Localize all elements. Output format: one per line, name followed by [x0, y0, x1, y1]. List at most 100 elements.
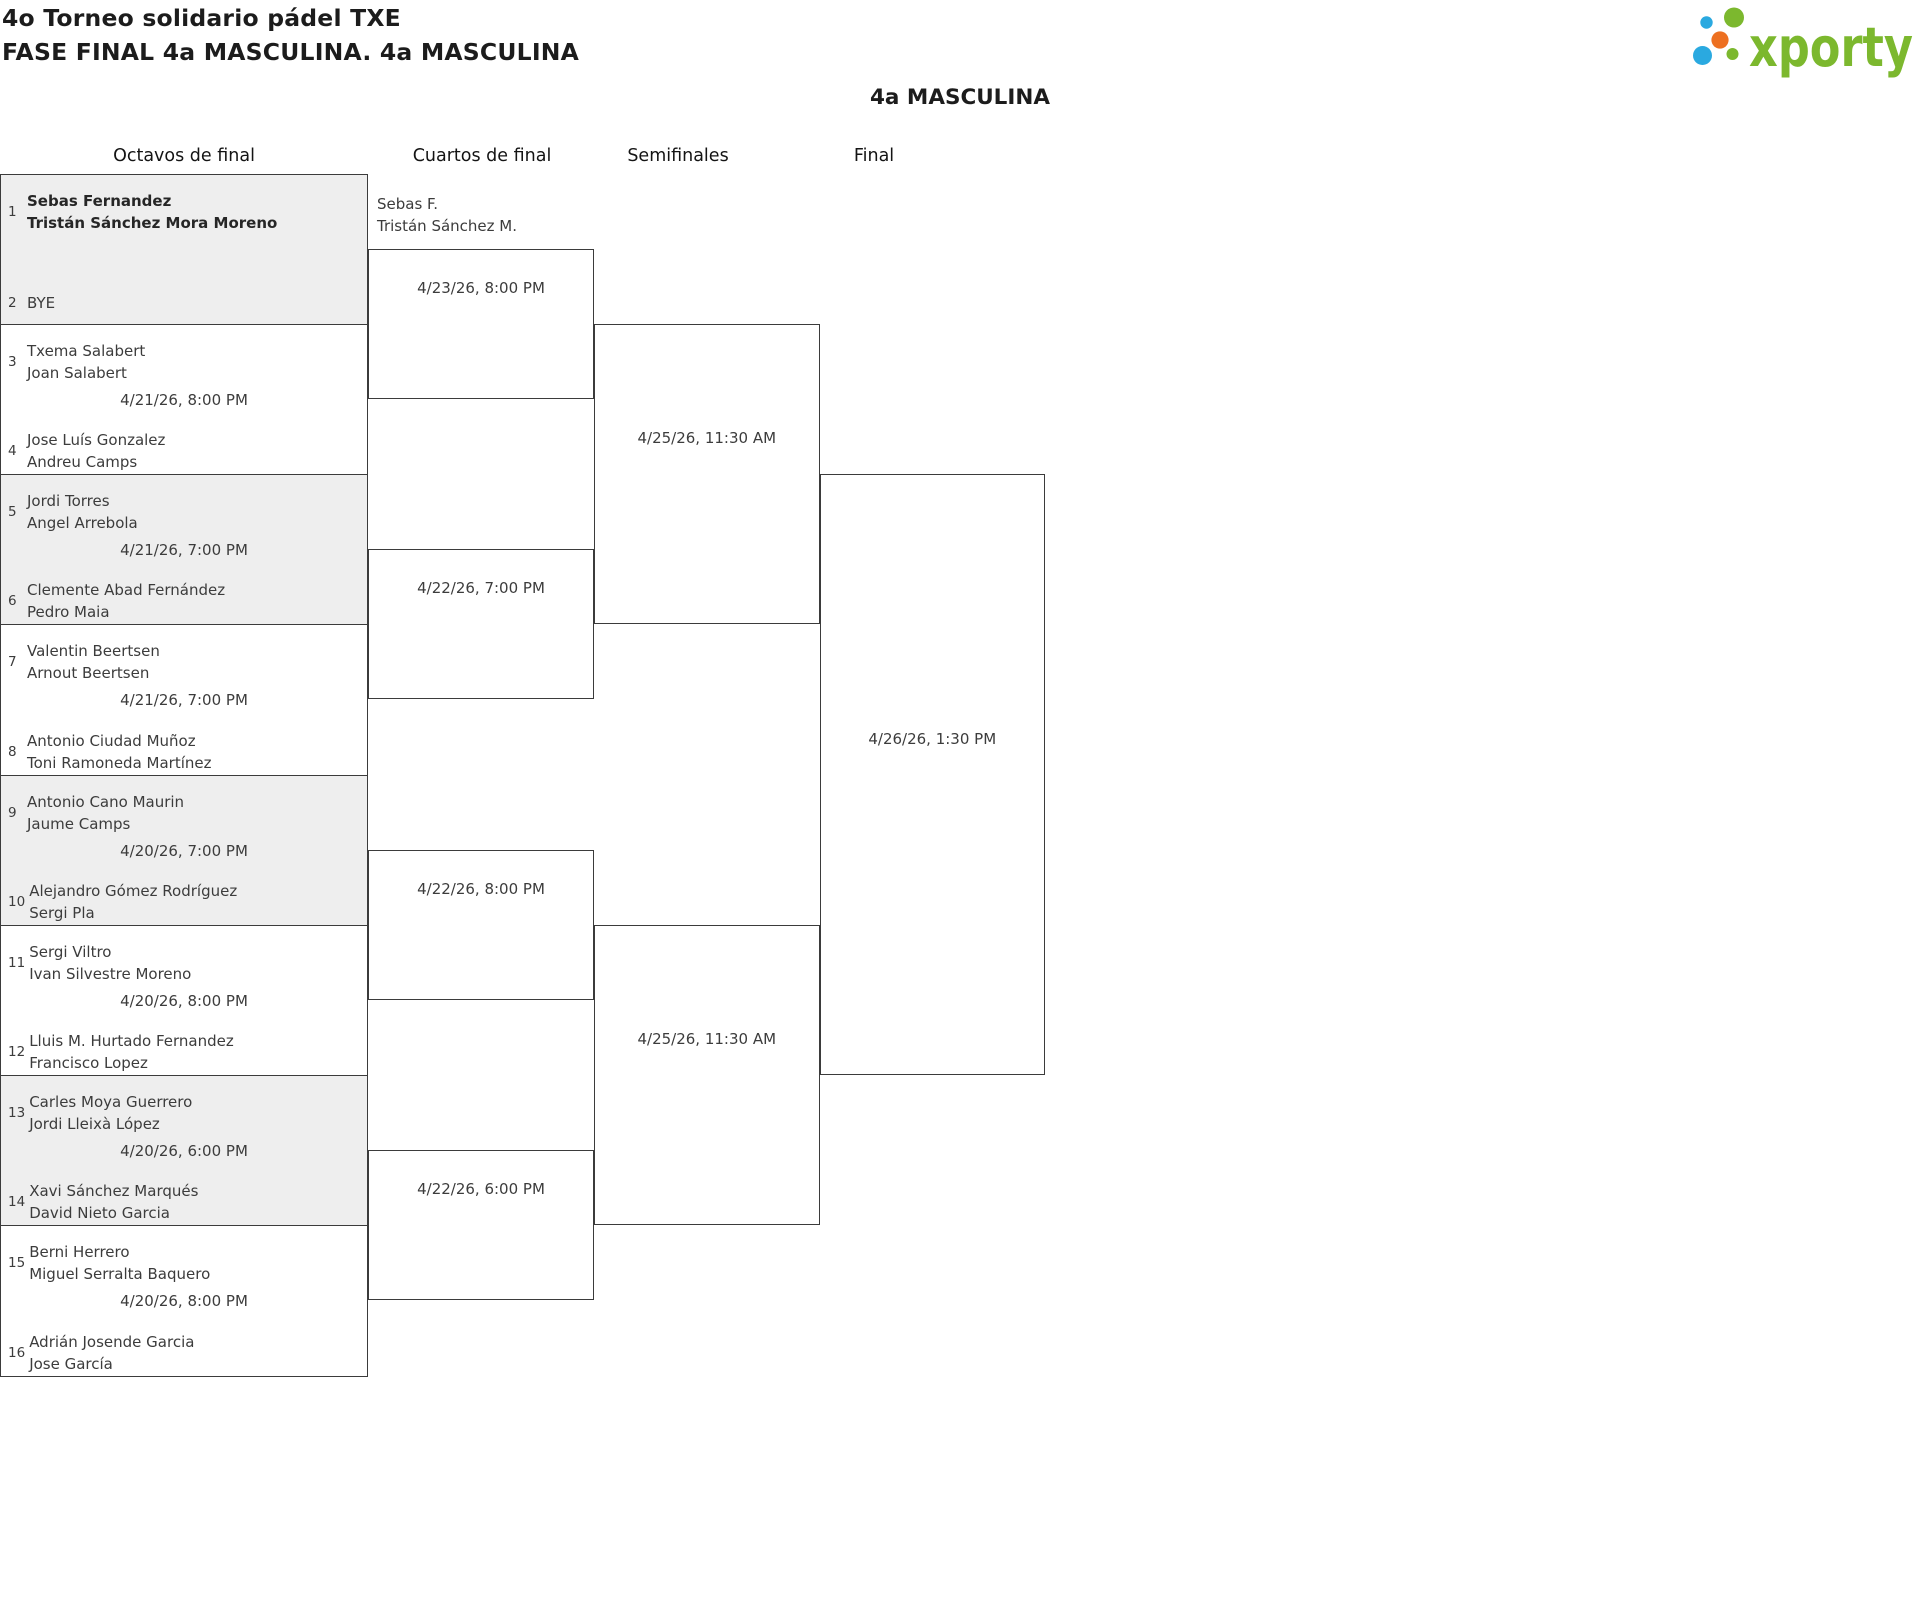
match-date: 4/22/26, 8:00 PM	[417, 879, 545, 898]
round-header-0: Octavos de final	[113, 146, 255, 166]
match-date: 4/22/26, 6:00 PM	[417, 1179, 545, 1198]
logo-dot-green-large	[1724, 7, 1744, 28]
team-name: BYE	[27, 292, 55, 314]
logo-dot-blue-large	[1693, 46, 1712, 65]
logo-dot-green-small	[1726, 48, 1739, 60]
team-name-line: Tristán Sánchez Mora Moreno	[27, 214, 278, 232]
logo-dot-blue-small	[1700, 16, 1713, 29]
team-name-line: Xavi Sánchez Marqués	[29, 1181, 199, 1200]
team-name-line: Jose Luís Gonzalez	[27, 431, 166, 450]
seed-number: 15	[8, 1254, 26, 1271]
team-name-line: Antonio Ciudad Muñoz	[27, 731, 196, 750]
team-name-line: Andreu Camps	[27, 453, 138, 472]
team-name-line: Sergi Viltro	[29, 942, 112, 961]
seed-number: 16	[8, 1344, 26, 1361]
team-name-line: Toni Ramoneda Martínez	[27, 753, 212, 772]
team-name-line: Adrián Josende Garcia	[29, 1332, 195, 1351]
seed-number: 10	[8, 893, 26, 910]
round-header-1: Cuartos de final	[412, 146, 552, 166]
seed-number: 13	[8, 1104, 26, 1121]
team-row: 2 BYE	[1, 292, 367, 314]
logo-dot-orange	[1711, 31, 1729, 49]
seed-number: 6	[8, 593, 17, 610]
match-date: 4/26/26, 1:30 PM	[868, 729, 997, 748]
page-title: 4o Torneo solidario pádel TXE FASE FINAL…	[2, 1, 579, 69]
team-name-line: BYE	[27, 294, 56, 313]
match-date: 4/22/26, 7:00 PM	[417, 579, 545, 598]
team-name-line: Alejandro Gómez Rodríguez	[29, 881, 238, 900]
team-name-line: Angel Arrebola	[27, 514, 138, 533]
xporty-logo[interactable]: xporty	[1680, 2, 1916, 80]
seed-number: 8	[8, 743, 17, 760]
team-name-line: David Nieto Garcia	[29, 1203, 170, 1222]
team-name-line: Sebas Fernandez	[27, 192, 172, 210]
team-name-line: Sergi Pla	[29, 903, 95, 922]
team-name-line: Francisco Lopez	[29, 1053, 148, 1072]
final-match[interactable]: 4/26/26, 1:30 PM	[819, 474, 1045, 1075]
seed-number: 9	[8, 804, 17, 821]
team-name-line: Ivan Silvestre Moreno	[29, 964, 192, 983]
advancing-team-line: Sebas F.	[377, 195, 439, 214]
advancing-team-line: Tristán Sánchez M.	[377, 217, 518, 236]
round-header-2: Semifinales	[627, 146, 729, 166]
seed-number: 12	[8, 1043, 26, 1060]
seed-number: 7	[8, 654, 17, 671]
sf-match-2[interactable]: 4/25/26, 11:30 AM	[594, 924, 820, 1225]
qf-match-1[interactable]: 4/23/26, 8:00 PM	[368, 249, 594, 400]
seed-number: 4	[8, 443, 17, 460]
team-name-line: Jordi Torres	[27, 492, 110, 511]
team-name-line: Clemente Abad Fernández	[27, 581, 226, 600]
category-title: 4a MASCULINA	[869, 85, 1051, 110]
qf-match-2[interactable]: 4/22/26, 7:00 PM	[368, 549, 594, 700]
team-name-line: Valentin Beertsen	[27, 642, 160, 661]
sf-match-1[interactable]: 4/25/26, 11:30 AM	[594, 324, 820, 625]
qf-match-4[interactable]: 4/22/26, 6:00 PM	[368, 1149, 594, 1300]
tournament-title: 4o Torneo solidario pádel TXE	[2, 4, 401, 32]
logo-wordmark: xporty	[1749, 16, 1913, 79]
match-date: 4/21/26, 7:00 PM	[120, 541, 248, 560]
team-name-line: Joan Salabert	[27, 364, 127, 383]
match-date: 4/21/26, 8:00 PM	[120, 391, 248, 410]
match-date: 4/20/26, 8:00 PM	[120, 1291, 248, 1310]
team-name-line: Lluis M. Hurtado Fernandez	[29, 1031, 234, 1050]
match-date: 4/20/26, 8:00 PM	[120, 991, 248, 1010]
team-name-line: Jordi Lleixà López	[29, 1114, 160, 1133]
qf-match-3[interactable]: 4/22/26, 8:00 PM	[368, 849, 594, 1000]
team-name-line: Miguel Serralta Baquero	[29, 1264, 211, 1283]
match-date: 4/25/26, 11:30 AM	[637, 1029, 777, 1048]
seed-number: 2	[8, 295, 17, 312]
team-name-line: Antonio Cano Maurin	[27, 792, 185, 811]
match-date: 4/20/26, 6:00 PM	[120, 1141, 248, 1160]
match-date: 4/21/26, 7:00 PM	[120, 691, 248, 710]
team-name-line: Carles Moya Guerrero	[29, 1092, 193, 1111]
match-date: 4/25/26, 11:30 AM	[637, 429, 777, 448]
